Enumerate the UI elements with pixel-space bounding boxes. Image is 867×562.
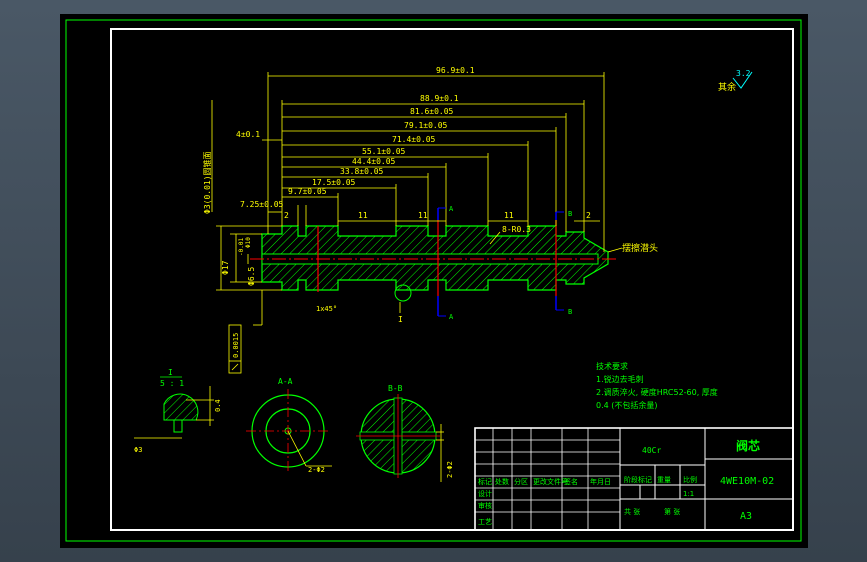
drawing-sheet bbox=[60, 14, 808, 548]
runout-tolerance-frame: 0.0015 bbox=[228, 324, 242, 374]
section-bb-dim: 2-Φ2 bbox=[446, 461, 454, 478]
dim-d11: 4±0.1 bbox=[236, 130, 260, 139]
technical-requirements: 技术要求 1.锐边去毛刺 2.调质淬火, 硬度HRC52-60, 厚度 0.4 … bbox=[596, 361, 718, 410]
tech-title: 技术要求 bbox=[596, 361, 628, 371]
section-a-bottom: A bbox=[449, 313, 454, 321]
dimension-lines bbox=[211, 72, 623, 326]
dim-d2: 81.6±0.05 bbox=[410, 107, 454, 116]
dim-groove-a: 11 bbox=[358, 211, 368, 220]
dim-small-diameter: Φ10 bbox=[245, 237, 252, 248]
tb-row-label-1: 设计 bbox=[478, 489, 492, 498]
section-aa-dim: 2-Φ2 bbox=[308, 466, 325, 474]
dim-d1: 88.9±0.1 bbox=[420, 94, 459, 103]
section-view-bb: B-B 2-Φ2 bbox=[356, 384, 454, 482]
section-aa-title: A-A bbox=[278, 377, 293, 386]
tb-row-label-3: 工艺 bbox=[478, 518, 492, 526]
tb-col-label-2: 更改文件号 bbox=[533, 477, 568, 486]
dimension-texts: 96.9±0.1 88.9±0.1 81.6±0.05 79.1±0.05 71… bbox=[202, 66, 658, 313]
dim-d9: 9.7±0.05 bbox=[288, 187, 327, 196]
tb-sheet-of-label: 第 张 bbox=[664, 507, 680, 516]
tech-line-3: 0.4 (不包括余量) bbox=[596, 400, 658, 410]
section-b-bottom: B bbox=[568, 308, 572, 316]
tb-part-name: 阀芯 bbox=[736, 438, 760, 453]
inner-frame bbox=[110, 28, 794, 531]
tb-sheet-label: 共 张 bbox=[624, 507, 640, 516]
detail-marker: I bbox=[398, 315, 403, 324]
section-markers: A A B B bbox=[437, 205, 572, 321]
dim-main-diameter: Φ17 bbox=[221, 260, 230, 275]
section-view-aa: A-A 2-Φ2 bbox=[246, 377, 332, 474]
dim-hole-diameter: Φ6.5 bbox=[247, 267, 256, 286]
section-b-top: B bbox=[568, 210, 572, 218]
dim-d4: 71.4±0.05 bbox=[392, 135, 436, 144]
detail-title: I bbox=[168, 368, 173, 377]
title-block: 标记 设计 审核 工艺 处数 分区 更改文件号 签名 年月日 阶段标记 重量 比… bbox=[474, 427, 794, 531]
main-shaft-view: I bbox=[250, 220, 618, 324]
dim-edge-2b: 2 bbox=[586, 211, 591, 220]
detail-view-i: I 5 : 1 0.4 Φ3 bbox=[134, 368, 222, 454]
tb-scale-value: 1:1 bbox=[683, 490, 694, 498]
tb-sheet-size: A3 bbox=[740, 511, 752, 522]
detail-circle bbox=[394, 284, 412, 302]
dim-d10: 7.25±0.05 bbox=[240, 200, 284, 209]
runout-value: 0.0015 bbox=[232, 333, 240, 358]
dim-edge-2a: 2 bbox=[284, 211, 289, 220]
tb-drawing-number: 4WE10M-02 bbox=[720, 476, 774, 487]
dim-d6: 44.4±0.05 bbox=[352, 157, 396, 166]
tech-line-2: 2.调质淬火, 硬度HRC52-60, 厚度 bbox=[596, 387, 718, 397]
detail-dim-top: 0.4 bbox=[214, 399, 222, 412]
dim-d3: 79.1±0.05 bbox=[404, 121, 448, 130]
detail-scale: 5 : 1 bbox=[160, 379, 184, 388]
section-a-top: A bbox=[449, 205, 454, 213]
tb-material: 40Cr bbox=[642, 446, 661, 455]
dim-vertical-note: Φ3(0.01)圆锥面 bbox=[202, 151, 212, 214]
tb-col-label-4: 年月日 bbox=[590, 477, 611, 486]
dim-d8: 17.5±0.05 bbox=[312, 178, 356, 187]
tb-mark-label: 阶段标记 bbox=[624, 475, 652, 484]
tb-col-label-0: 处数 bbox=[495, 477, 509, 486]
outer-frame bbox=[65, 19, 802, 542]
dim-d5: 55.1±0.05 bbox=[362, 147, 406, 156]
dim-radius: 8-R0.3 bbox=[502, 225, 531, 234]
chamfer-label: 1x45° bbox=[316, 305, 337, 313]
tb-weight-label: 重量 bbox=[657, 476, 671, 484]
dim-groove-c: 11 bbox=[504, 211, 514, 220]
tb-row-label-0: 标记 bbox=[478, 477, 492, 486]
dim-main-tolerance: -0.01 bbox=[238, 238, 245, 256]
dim-groove-b: 11 bbox=[418, 211, 428, 220]
roughness-symbol: 3.2 其余 bbox=[718, 69, 753, 93]
dim-total-length: 96.9±0.1 bbox=[436, 66, 475, 75]
tb-col-label-1: 分区 bbox=[514, 477, 528, 486]
detail-dim-left: Φ3 bbox=[134, 446, 142, 454]
tb-col-label-3: 签名 bbox=[564, 477, 578, 486]
tech-line-1: 1.锐边去毛刺 bbox=[596, 374, 644, 384]
tb-scale-label: 比例 bbox=[683, 475, 697, 484]
roughness-suffix: 其余 bbox=[718, 81, 736, 93]
roughness-value: 3.2 bbox=[736, 69, 751, 78]
cone-label: 摆擦潜头 bbox=[622, 242, 658, 254]
tb-row-label-2: 审核 bbox=[478, 501, 492, 510]
section-bb-title: B-B bbox=[388, 384, 403, 393]
dim-d7: 33.8±0.05 bbox=[340, 167, 384, 176]
